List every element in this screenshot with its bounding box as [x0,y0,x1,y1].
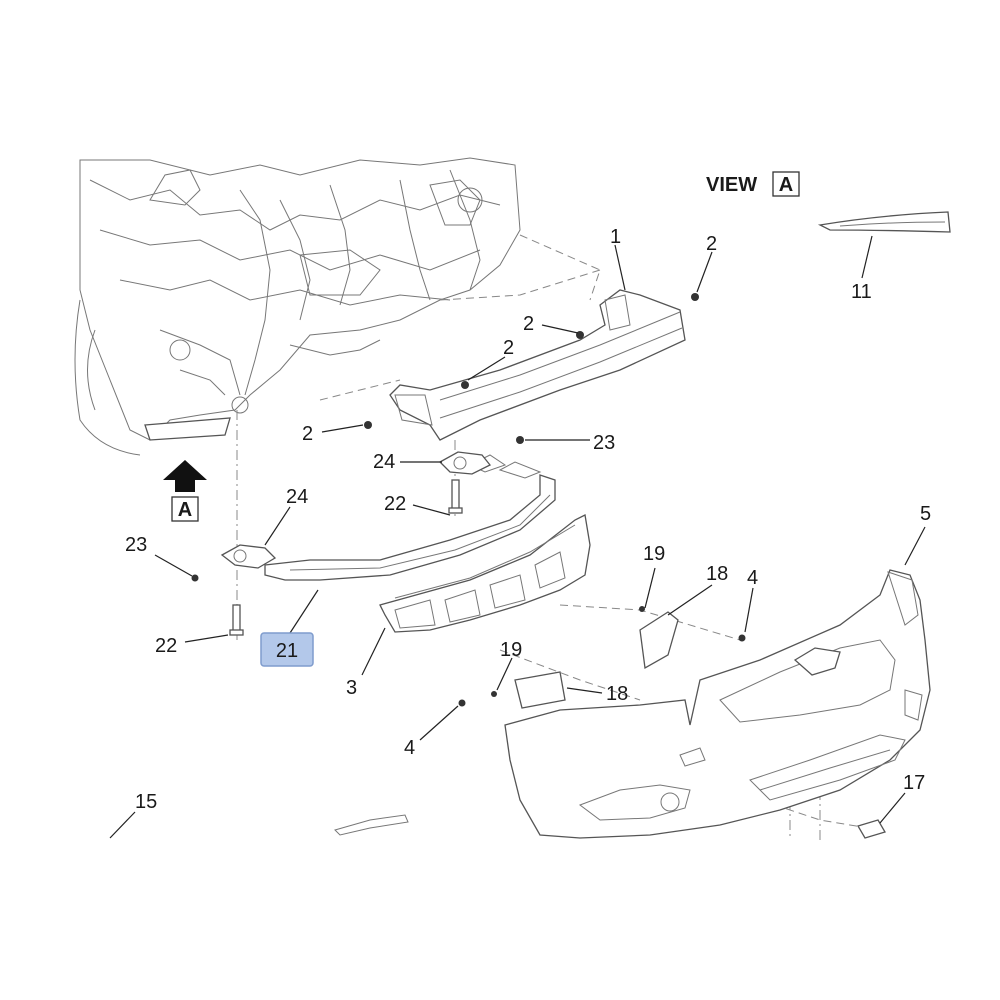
bumper-fascia-part [504,569,931,839]
callout-2-left: 2 [302,423,313,445]
impact-bar-part [389,289,686,441]
arrow-letter: A [178,499,192,521]
callout-15: 15 [135,791,157,813]
cover-18-lower [514,671,566,709]
callout-19-lower: 19 [500,639,522,661]
highlight-box-21 [260,632,314,667]
bracket-part-left [220,544,277,569]
view-arrow: A [163,460,207,522]
callout-18-upper: 18 [706,563,728,585]
view-label: VIEW A [706,171,800,197]
fasteners [191,293,746,707]
cover-17-part [857,819,886,839]
callout-labels: 1 2 2 2 2 3 4 4 5 11 15 17 18 18 19 19 2… [125,226,931,813]
callout-3: 3 [346,677,357,699]
callout-4-lower: 4 [404,737,415,759]
energy-absorber-part [379,514,591,633]
molding-11-part [817,211,951,233]
callout-18-lower: 18 [606,683,628,705]
callout-22-right: 22 [384,493,406,515]
cover-18-upper [639,611,679,670]
callout-5: 5 [920,503,931,525]
view-label-letter: A [779,174,793,196]
callout-1: 1 [610,226,621,248]
callout-22-left: 22 [155,635,177,657]
callout-24-left: 24 [286,486,308,508]
bolt-22-right [448,479,463,514]
callout-2-mid-right: 2 [523,313,534,335]
callout-23-right: 23 [593,432,615,454]
bolt-22-left [229,604,244,636]
leader-lines [109,235,926,839]
callout-24-right: 24 [373,451,395,473]
bracket-part-right [438,451,492,475]
view-label-text: VIEW [706,174,757,196]
callout-4-upper: 4 [747,567,758,589]
callout-23-left: 23 [125,534,147,556]
callout-11: 11 [851,281,872,303]
callout-2-mid-left: 2 [503,337,514,359]
callout-19-upper: 19 [643,543,665,565]
body-structure-drawing [74,157,521,456]
part-15-fragment [334,814,409,836]
callout-21: 21 [276,640,298,662]
callout-2-top: 2 [706,233,717,255]
callout-17: 17 [903,772,925,794]
lower-stiffener-part [264,454,556,581]
